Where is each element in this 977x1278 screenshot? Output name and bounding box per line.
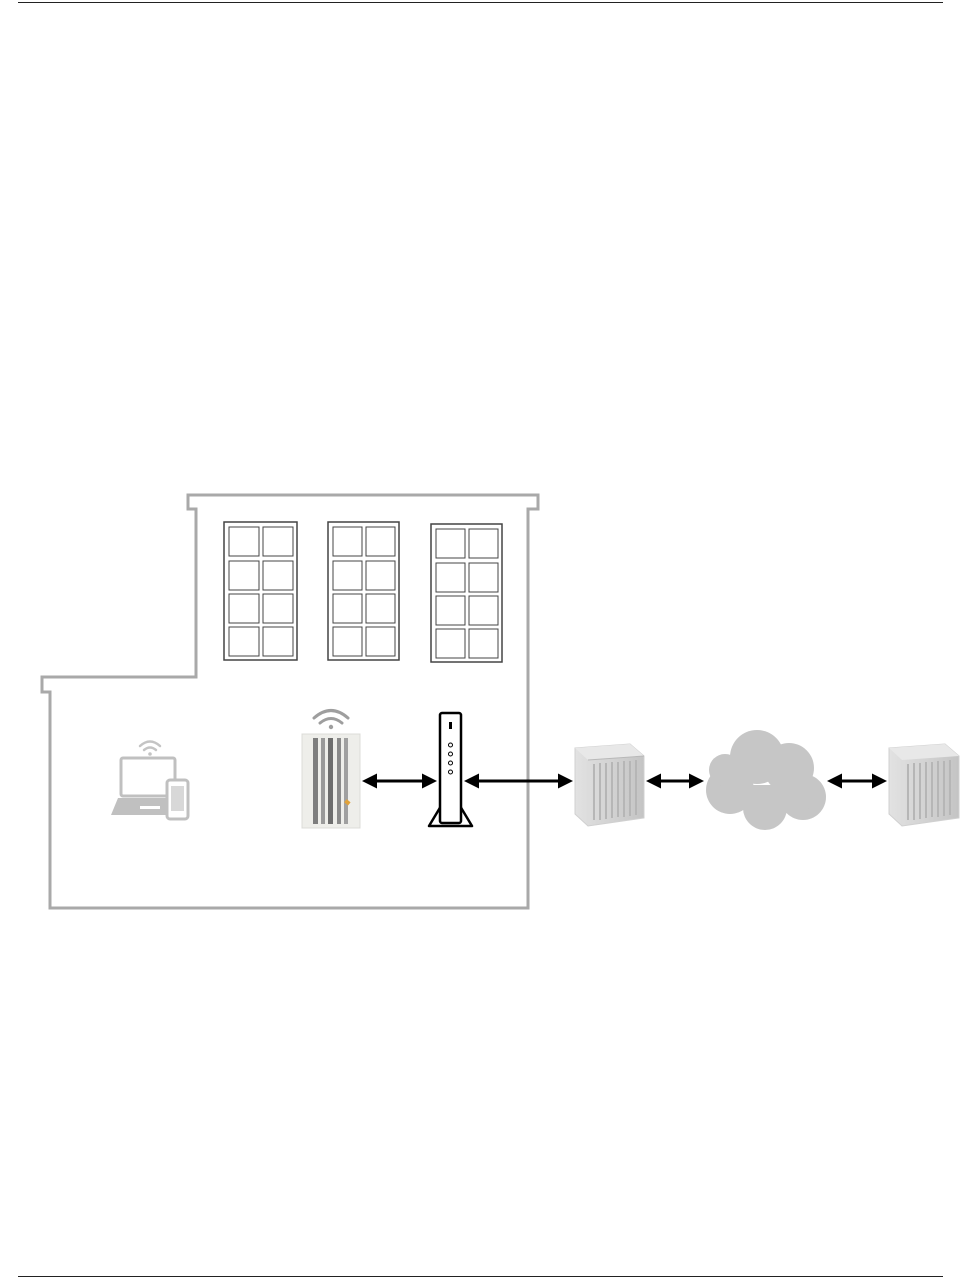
cmts-rack-icon: [575, 744, 644, 826]
window-left: [224, 522, 297, 660]
access-point-icon: [302, 734, 360, 828]
wifi-icon: [140, 742, 160, 756]
window-middle: [328, 522, 399, 660]
wifi-icon: [314, 711, 348, 730]
window-right: [431, 524, 502, 662]
server-rack-icon: [889, 744, 959, 826]
cloud-icon: [706, 730, 826, 830]
cable-modem-icon: [429, 713, 472, 826]
phone-icon: [167, 780, 188, 819]
